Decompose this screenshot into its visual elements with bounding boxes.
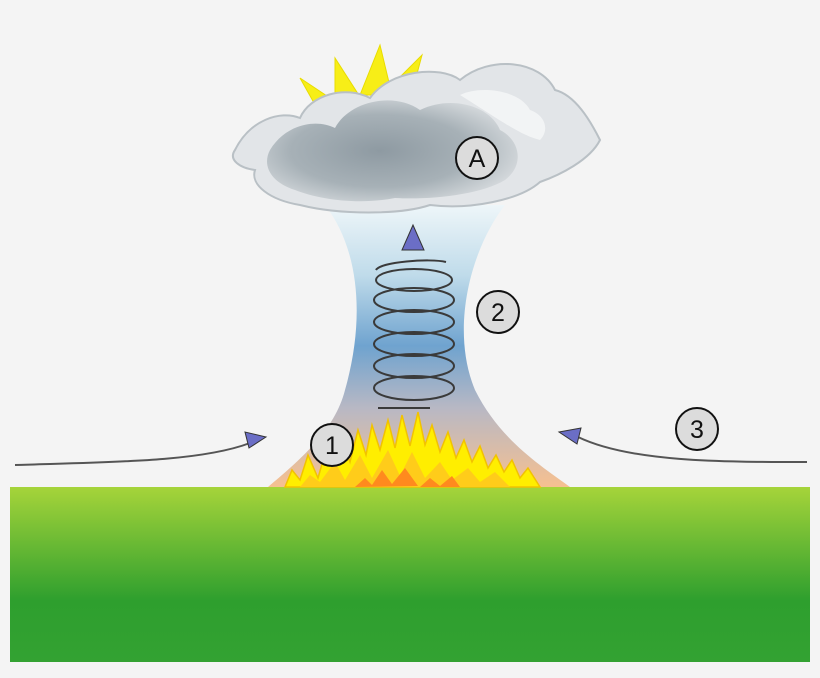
updraft-arrow-icon [401,223,425,251]
label-inflow: 3 [675,407,719,451]
left-inflow-arrow [14,431,268,466]
label-column: 2 [476,290,520,334]
rotation-spiral [373,259,455,409]
label-fire: 1 [310,423,354,467]
convection-column [268,205,570,487]
label-column-text: 2 [491,299,505,327]
right-inflow-arrow [557,427,808,463]
ground [10,487,810,662]
pyrocumulus-cloud [232,63,602,214]
label-cloud-text: A [469,145,486,173]
label-fire-text: 1 [325,432,339,460]
label-inflow-text: 3 [690,416,704,444]
label-cloud: A [455,136,499,180]
